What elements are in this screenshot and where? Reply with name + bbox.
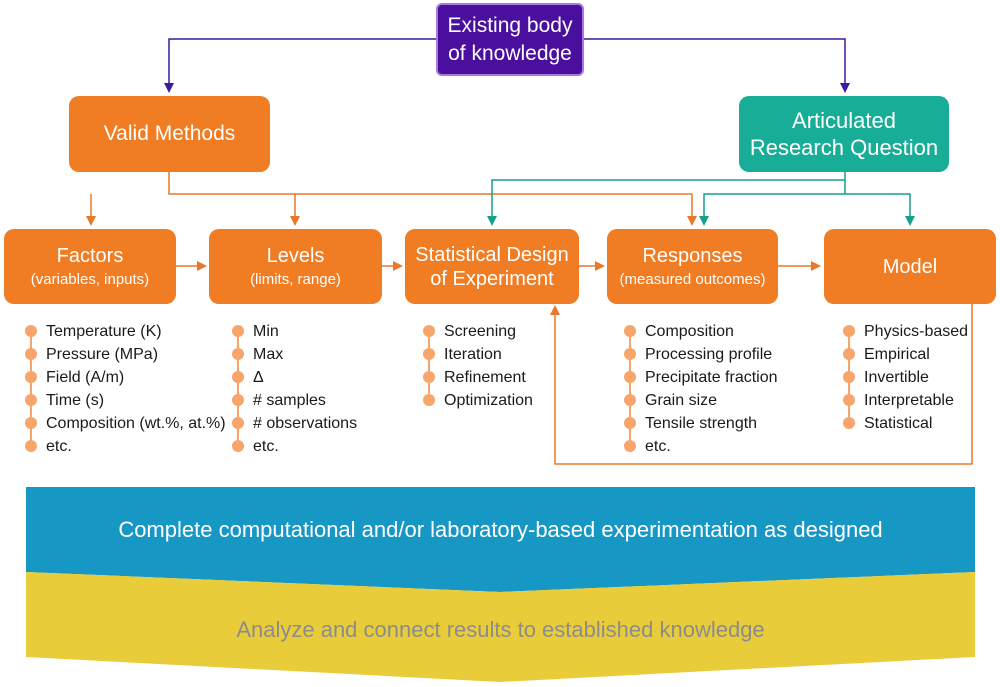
list-item: Physics-based <box>843 320 968 354</box>
list-item: Pressure (MPa) <box>25 343 226 377</box>
arrow-question-to-responses <box>699 193 845 226</box>
levels-node: Levels (limits, range) <box>209 229 382 304</box>
list-item: Δ <box>232 366 357 400</box>
factors-title: Factors <box>56 245 124 267</box>
list-item: Screening <box>423 320 533 354</box>
levels-title: Levels <box>266 245 325 267</box>
arrow-knowledge-to-question <box>584 38 850 93</box>
model-title: Model <box>882 255 938 278</box>
list-item: Statistical <box>843 412 968 435</box>
arrow-question-to-model <box>845 193 915 226</box>
doe-line2: of Experiment <box>430 267 554 290</box>
band-experiment: Complete computational and/or laboratory… <box>26 487 975 572</box>
responses-node: Responses (measured outcomes) <box>607 229 778 304</box>
factors-list: Temperature (K) Pressure (MPa) Field (A/… <box>25 320 226 458</box>
doe-list: Screening Iteration Refinement Optimizat… <box>423 320 533 412</box>
list-item: # samples <box>232 389 357 423</box>
existing-knowledge-line1: Existing body <box>447 14 573 38</box>
levels-subtitle: (limits, range) <box>250 271 341 288</box>
valid-methods-label: Valid Methods <box>103 122 236 146</box>
list-item: Empirical <box>843 343 968 377</box>
list-item: Refinement <box>423 366 533 400</box>
existing-knowledge-node: Existing body of knowledge <box>436 3 584 76</box>
factors-node: Factors (variables, inputs) <box>4 229 176 304</box>
list-item: Temperature (K) <box>25 320 226 354</box>
band-analyze-text: Analyze and connect results to establish… <box>236 616 765 642</box>
model-node: Model <box>824 229 996 304</box>
doe-node: Statistical Design of Experiment <box>405 229 579 304</box>
band-analyze-shape <box>26 572 975 682</box>
list-item: # observations <box>232 412 357 446</box>
list-item: Tensile strength <box>624 412 778 446</box>
doe-line1: Statistical Design <box>415 243 569 266</box>
valid-methods-node: Valid Methods <box>69 96 270 172</box>
responses-list: Composition Processing profile Precipita… <box>624 320 778 458</box>
list-item: Composition (wt.%, at.%) <box>25 412 226 446</box>
responses-subtitle: (measured outcomes) <box>619 271 766 288</box>
responses-title: Responses <box>642 245 743 267</box>
list-item: Interpretable <box>843 389 968 423</box>
band-experiment-text: Complete computational and/or laboratory… <box>118 516 883 542</box>
list-item: Iteration <box>423 343 533 377</box>
research-question-line1: Articulated <box>792 107 896 133</box>
research-question-node: Articulated Research Question <box>739 96 949 172</box>
list-item: etc. <box>624 435 778 458</box>
list-item: Optimization <box>423 389 533 412</box>
list-item: etc. <box>232 435 357 458</box>
research-question-line2: Research Question <box>749 135 939 160</box>
band-experiment-shape <box>26 487 975 592</box>
list-item: Processing profile <box>624 343 778 377</box>
list-item: etc. <box>25 435 226 458</box>
arrow-knowledge-to-methods <box>164 38 436 93</box>
list-item: Time (s) <box>25 389 226 423</box>
levels-list: Min Max Δ # samples # observations etc. <box>232 320 357 458</box>
list-item: Precipitate fraction <box>624 366 778 400</box>
list-item: Grain size <box>624 389 778 423</box>
list-item: Field (A/m) <box>25 366 226 400</box>
model-list: Physics-based Empirical Invertible Inter… <box>843 320 968 435</box>
list-item: Invertible <box>843 366 968 400</box>
factors-subtitle: (variables, inputs) <box>30 271 150 288</box>
arrow-methods-distribution <box>168 172 692 195</box>
arrow-model-feedback-to-doe <box>550 304 973 465</box>
existing-knowledge-line2: of knowledge <box>448 41 572 65</box>
band-analyze: Analyze and connect results to establish… <box>26 592 975 667</box>
list-item: Composition <box>624 320 778 354</box>
list-item: Min <box>232 320 357 354</box>
list-item: Max <box>232 343 357 377</box>
arrow-question-to-doe <box>487 179 845 226</box>
